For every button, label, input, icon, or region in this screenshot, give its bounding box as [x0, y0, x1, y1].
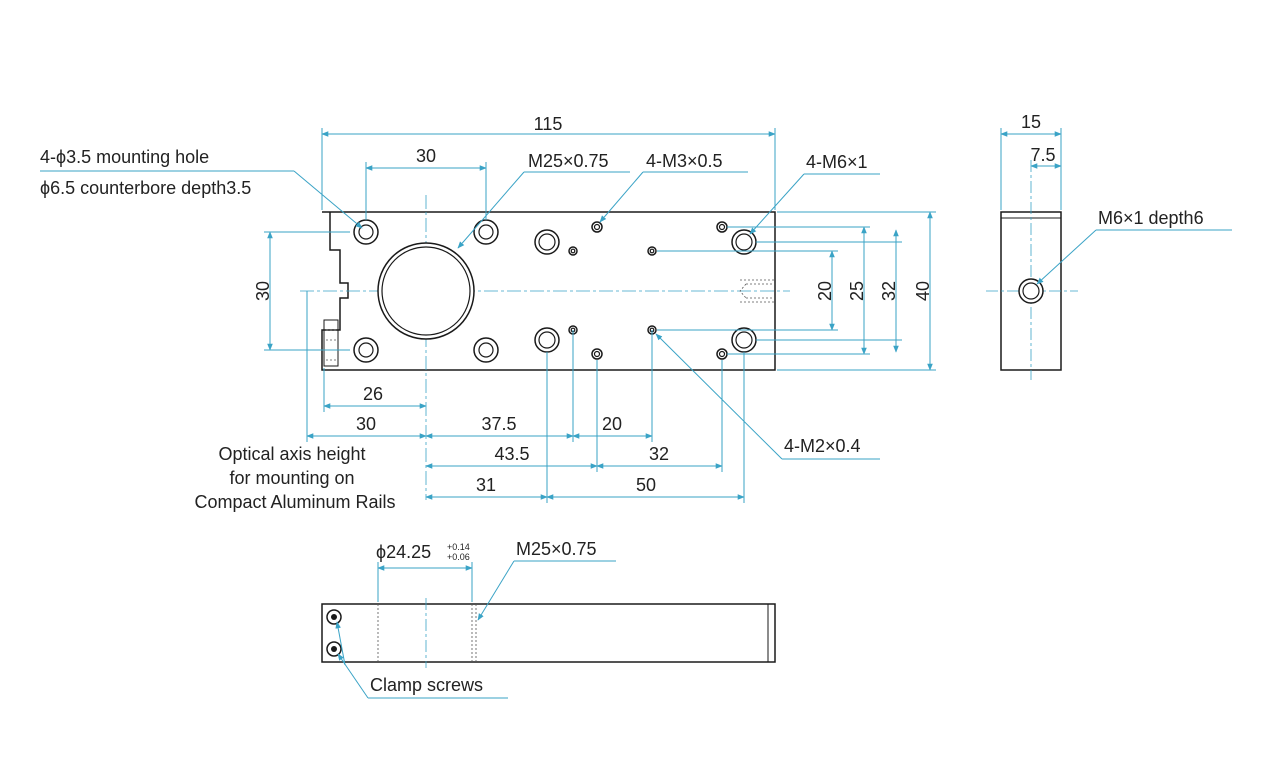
top-view-body-outline	[321, 211, 776, 371]
callout-m2: 4-M2×0.4	[784, 436, 861, 456]
dim-31: 31	[476, 475, 496, 495]
dim-width-15: 15	[1021, 112, 1041, 132]
dim-v-40: 40	[913, 281, 933, 301]
dim-half-width: 7.5	[1030, 145, 1055, 165]
tolerance-lower: +0.06	[447, 552, 470, 562]
bottom-view: ϕ24.25 +0.14 +0.06 M25×0.75 Clamp screws	[321, 539, 776, 699]
callout-side-m6: M6×1 depth6	[1098, 208, 1204, 228]
dim-32: 32	[649, 444, 669, 464]
note-line-2: for mounting on	[229, 468, 354, 488]
dim-bore-diameter: ϕ24.25	[376, 542, 431, 562]
tolerance-upper: +0.14	[447, 542, 470, 552]
note-line-1: Optical axis height	[218, 444, 365, 464]
clamp-screw-hidden	[323, 319, 339, 367]
note-line-3: Compact Aluminum Rails	[194, 492, 395, 512]
dim-115: 115	[534, 114, 563, 134]
dim-26: 26	[363, 384, 383, 404]
clamp-screw-heads	[326, 609, 342, 657]
m2-holes	[568, 246, 657, 335]
dim-hole-pitch-30: 30	[416, 146, 436, 166]
dim-37-5: 37.5	[481, 414, 516, 434]
m3-holes	[591, 221, 728, 360]
mounting-holes	[353, 219, 499, 363]
callout-bottom-m25: M25×0.75	[516, 539, 597, 559]
callout-m6: 4-M6×1	[806, 152, 868, 172]
bottom-view-body	[321, 603, 776, 663]
callout-m3: 4-M3×0.5	[646, 151, 723, 171]
callout-mounting-hole: 4-ϕ3.5 mounting hole	[40, 147, 209, 167]
hidden-side-thread	[739, 279, 775, 303]
dim-30-axis: 30	[356, 414, 376, 434]
side-view: 15 7.5 M6×1 depth6	[986, 112, 1232, 380]
dim-height-30: 30	[253, 281, 273, 301]
top-view: 115 30 30 26 30 37.5 20 43.5 32	[40, 114, 936, 512]
dim-20: 20	[602, 414, 622, 434]
m25-bore-inner	[381, 246, 471, 336]
dim-v-32: 32	[879, 281, 899, 301]
dim-v-25: 25	[847, 281, 867, 301]
callout-m25-thread: M25×0.75	[528, 151, 609, 171]
dim-v-20: 20	[815, 281, 835, 301]
dim-50: 50	[636, 475, 656, 495]
callout-counterbore: ϕ6.5 counterbore depth3.5	[40, 178, 251, 198]
m25-bore	[377, 242, 475, 340]
dim-43-5: 43.5	[494, 444, 529, 464]
callout-clamp-screws: Clamp screws	[370, 675, 483, 695]
